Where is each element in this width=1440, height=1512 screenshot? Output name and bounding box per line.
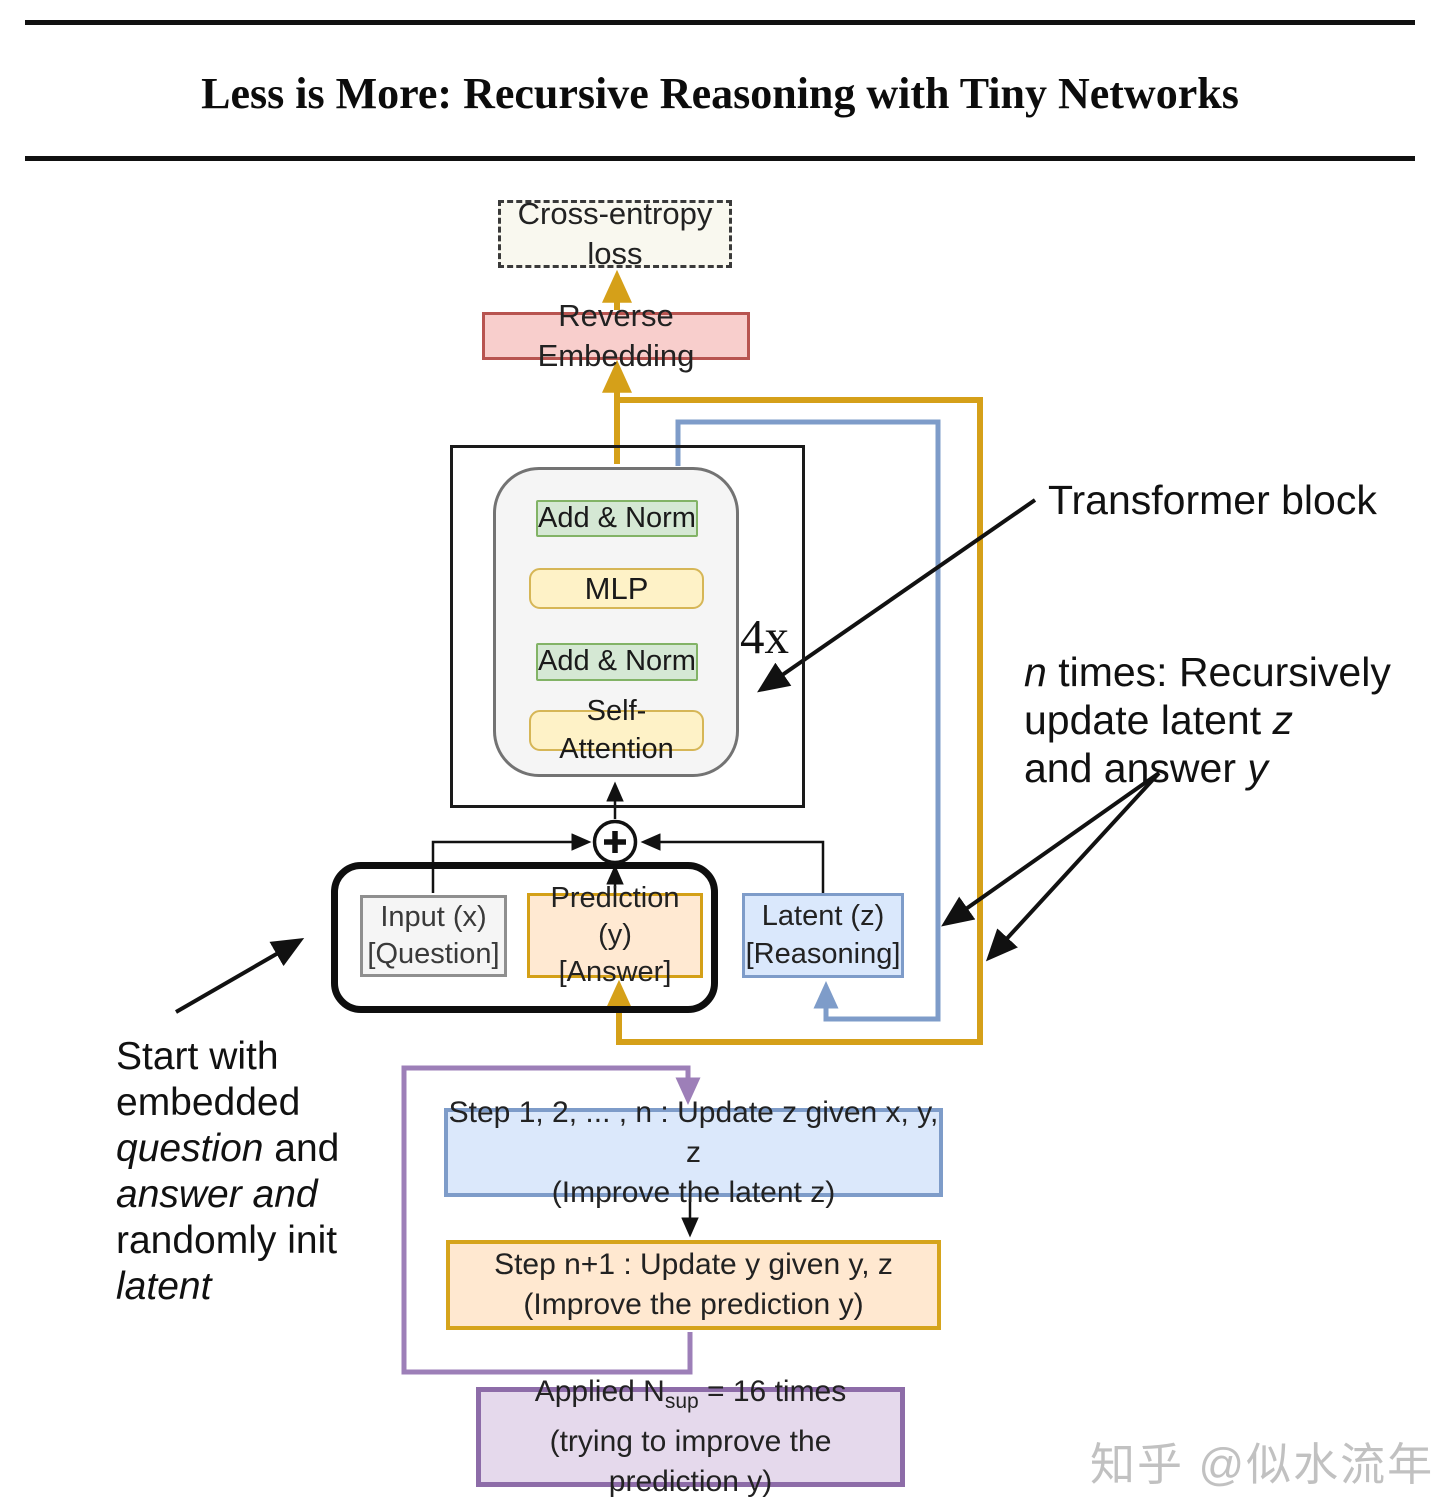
mlp-label: MLP xyxy=(584,570,649,606)
applied-nsup-line1: Applied Nsup = 16 times xyxy=(534,1375,847,1413)
n-times-line3: and answer y xyxy=(1024,745,1268,791)
start-line3: question and xyxy=(116,1127,340,1170)
start-with-annotation: Start with embedded question and answer … xyxy=(116,1034,339,1310)
input-x-box: Input (x) [Question] xyxy=(360,895,507,977)
step-update-z-box: Step 1, 2, ... , n : Update z given x, y… xyxy=(444,1096,943,1209)
repeat-4x-label: 4x xyxy=(740,609,789,664)
n-times-line2: update latent z xyxy=(1024,697,1293,743)
n-times-line1: n times: Recursively xyxy=(1024,649,1391,695)
add-norm-top-label: Add & Norm xyxy=(538,501,696,534)
start-line2: embedded xyxy=(116,1081,301,1124)
add-norm-bottom-label: Add & Norm xyxy=(538,645,696,678)
reverse-embedding-box: Reverse Embedding xyxy=(482,298,750,373)
title-rule-bottom xyxy=(25,156,1415,161)
latent-z-box: Latent (z) [Reasoning] xyxy=(742,893,904,978)
latent-z-sublabel: [Reasoning] xyxy=(745,937,901,970)
add-norm-bottom-box: Add & Norm xyxy=(536,643,698,681)
watermark-text: 知乎 @似水流年 xyxy=(1090,1439,1435,1490)
cross-entropy-loss-label: Cross-entropy loss xyxy=(517,196,713,271)
cross-entropy-loss-box: Cross-entropy loss xyxy=(498,196,732,271)
start-line5: randomly init xyxy=(116,1219,338,1262)
step-update-z-line2: (Improve the latent z) xyxy=(551,1175,836,1209)
applied-nsup-box: Applied Nsup = 16 times (trying to impro… xyxy=(476,1375,905,1498)
page-title: Less is More: Recursive Reasoning with T… xyxy=(201,69,1239,118)
nsup-subscript: sup xyxy=(664,1390,699,1413)
input-x-sublabel: [Question] xyxy=(367,938,500,970)
add-norm-top-box: Add & Norm xyxy=(536,500,698,537)
applied-nsup-line2: (trying to improve the prediction y) xyxy=(549,1425,832,1498)
step-update-y-box: Step n+1 : Update y given y, z (Improve … xyxy=(446,1240,941,1330)
self-attention-box: Self-Attention xyxy=(529,695,704,765)
self-attention-label: Self-Attention xyxy=(559,695,674,765)
latent-z-label: Latent (z) xyxy=(761,900,885,933)
step-update-y-line1: Step n+1 : Update y given y, z xyxy=(494,1248,893,1281)
transformer-block-annotation-text: Transformer block xyxy=(1048,477,1377,523)
title-rule-top xyxy=(25,20,1415,25)
step-update-z-line1: Step 1, 2, ... , n : Update z given x, y… xyxy=(448,1095,939,1169)
start-line6: latent xyxy=(116,1265,212,1308)
reverse-embedding-label: Reverse Embedding xyxy=(537,298,695,373)
step-update-y-line2: (Improve the prediction y) xyxy=(523,1288,864,1321)
input-x-label: Input (x) xyxy=(380,900,487,933)
n-times-annotation: n times: Recursively update latent z and… xyxy=(1024,648,1391,792)
mlp-box: MLP xyxy=(529,568,704,609)
sum-plus-icon xyxy=(592,819,638,865)
transformer-block-annotation: Transformer block xyxy=(1048,477,1377,524)
start-line4: answer and xyxy=(116,1173,318,1216)
start-line1: Start with xyxy=(116,1035,279,1078)
embedded-state-container xyxy=(331,862,718,1013)
